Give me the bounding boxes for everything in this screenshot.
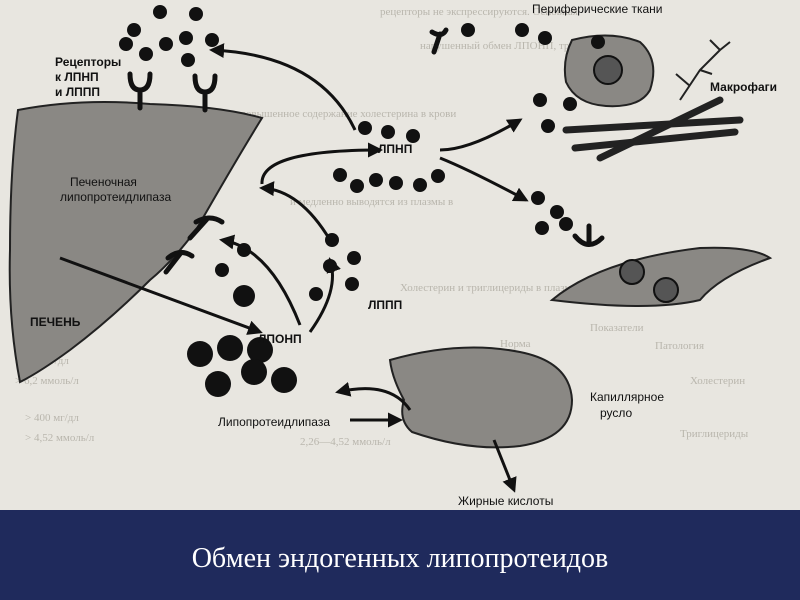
macrophages-label: Макрофаги <box>710 80 777 94</box>
flow-arrows <box>262 188 330 240</box>
capillary-label: русло <box>600 406 632 420</box>
slide-title: Обмен эндогенных липопротеидов <box>0 543 800 575</box>
footer-bar: Обмен эндогенных липопротеидов <box>0 510 800 600</box>
receptors-label: и ЛППП <box>55 85 100 99</box>
peripheral-tissues-label: Периферические ткани <box>532 2 663 16</box>
liver-label: ПЕЧЕНЬ <box>30 315 80 329</box>
lpnp-label: ЛПНП <box>378 142 412 156</box>
diagram-scan: рецепторы не экспрессируются. Основная н… <box>0 0 800 510</box>
lipoprotein-lipase-label: Липопротеидлипаза <box>218 415 330 429</box>
lponp-label: ЛПОНП <box>258 332 302 346</box>
receptors-label: Рецепторы <box>55 55 121 69</box>
capillary-shape <box>390 348 572 448</box>
fiber-shape <box>566 100 740 158</box>
lppp-label: ЛППП <box>368 298 402 312</box>
diagram-graphics <box>0 0 800 510</box>
receptors-label: к ЛПНП <box>55 70 99 84</box>
capillary-label: Капиллярное <box>590 390 664 404</box>
fatty-acids-label: Жирные кислоты <box>458 494 553 508</box>
hepatic-lipase-label: Печеночная <box>70 175 137 189</box>
hepatic-lipase-label: липопротеидлипаза <box>60 190 171 204</box>
